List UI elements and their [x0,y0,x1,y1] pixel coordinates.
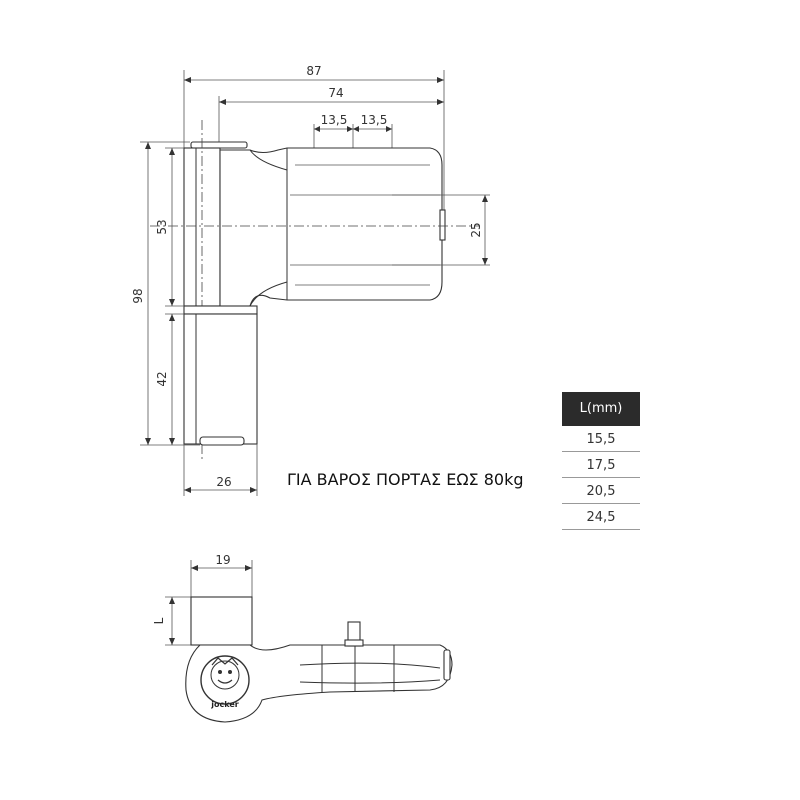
door-weight-caption: ΓΙΑ ΒΑΡΟΣ ΠΟΡΤΑΣ ΕΩΣ 80kg [287,470,524,489]
dim-upper-height: 53 [155,147,184,307]
jocker-logo-text: jocker [210,700,239,709]
dim-42-label: 42 [155,371,169,386]
dim-l: L [152,596,191,646]
dim-overall-width: 87 [183,64,445,215]
hinge-upper-part [183,141,446,307]
jocker-face-icon [210,660,240,690]
l-table-row: 24,5 [562,504,640,530]
dim-87-label: 87 [306,64,321,78]
dim-25-label: 25 [469,222,483,237]
dim-19-label: 19 [215,553,230,567]
l-table-row: 17,5 [562,452,640,478]
l-table-header: L(mm) [562,392,640,426]
dim-98-label: 98 [131,288,145,303]
dim-bottom-knuckle-width: 19 [190,553,253,600]
dim-13-5-a-label: 13,5 [321,113,348,127]
hinge-lower-part [183,305,258,446]
dim-leaf-width: 74 [218,86,444,150]
dim-26-label: 26 [216,475,231,489]
dim-13-5-b-label: 13,5 [361,113,388,127]
dim-knuckle-width: 26 [183,444,258,496]
dim-l-label: L [152,617,166,624]
l-table-row: 20,5 [562,478,640,504]
l-dimension-table: L(mm) 15,5 17,5 20,5 24,5 [562,392,640,530]
dim-53-label: 53 [155,219,169,234]
dim-bolt-vertical: 25 [392,194,490,266]
dim-total-height: 98 [131,141,200,446]
hinge-top-view: jocker [185,596,453,723]
l-table-row: 15,5 [562,426,640,452]
dim-lower-height: 42 [155,313,184,445]
dim-74-label: 74 [328,86,343,100]
